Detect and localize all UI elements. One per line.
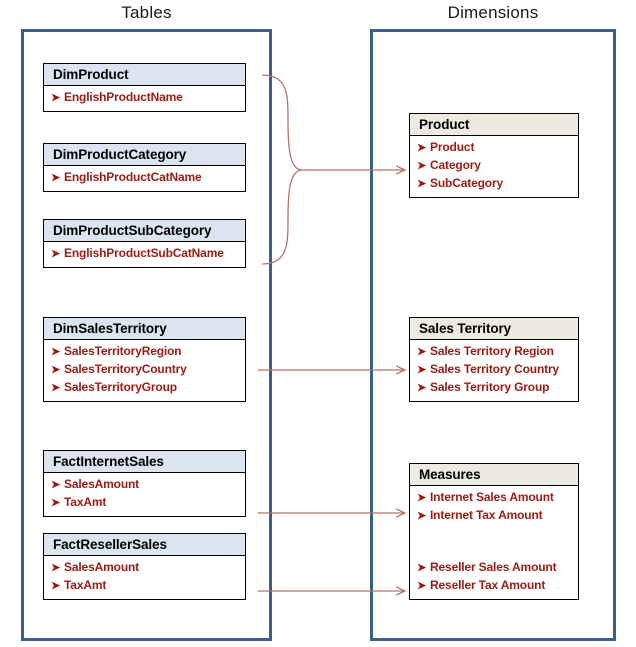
field-label: Sales Territory Group xyxy=(430,380,550,394)
field-row: ➤Reseller Tax Amount xyxy=(417,577,578,595)
entity-fields-factresellersales: ➤SalesAmount ➤TaxAmt xyxy=(44,556,245,599)
field-label: SubCategory xyxy=(430,176,504,190)
field-label: SalesTerritoryRegion xyxy=(64,344,182,358)
arrow-bullet-icon: ➤ xyxy=(417,562,427,574)
arrow-bullet-icon: ➤ xyxy=(417,510,427,522)
entity-fields-dimproductcategory: ➤EnglishProductCatName xyxy=(44,166,245,191)
entity-factinternetsales[interactable]: FactInternetSales ➤SalesAmount ➤TaxAmt xyxy=(43,450,246,517)
field-label: TaxAmt xyxy=(64,578,107,592)
arrow-bullet-icon: ➤ xyxy=(51,479,61,491)
field-label: TaxAmt xyxy=(64,495,107,509)
field-label: Internet Sales Amount xyxy=(430,490,554,504)
field-row: ➤Category xyxy=(417,157,578,175)
entity-fields-dimproduct: ➤EnglishProductName xyxy=(44,86,245,111)
entity-header-measures: Measures xyxy=(410,464,578,486)
entity-fields-product: ➤Product ➤Category ➤SubCategory xyxy=(410,136,578,197)
field-label: Sales Territory Country xyxy=(430,362,560,376)
arrow-bullet-icon: ➤ xyxy=(417,346,427,358)
arrow-bullet-icon: ➤ xyxy=(417,160,427,172)
field-label: SalesTerritoryCountry xyxy=(64,362,187,376)
field-row: ➤TaxAmt xyxy=(51,494,245,512)
field-label: EnglishProductCatName xyxy=(64,170,202,184)
field-label: SalesTerritoryGroup xyxy=(64,380,177,394)
field-label: SalesAmount xyxy=(64,477,140,491)
field-row: ➤Internet Tax Amount xyxy=(417,507,578,525)
arrow-bullet-icon: ➤ xyxy=(51,248,61,260)
field-row: ➤SalesTerritoryGroup xyxy=(51,379,245,397)
field-label: EnglishProductSubCatName xyxy=(64,246,224,260)
field-label: EnglishProductName xyxy=(64,90,183,104)
field-row: ➤Internet Sales Amount xyxy=(417,489,578,507)
entity-fields-measures: ➤Internet Sales Amount ➤Internet Tax Amo… xyxy=(410,486,578,599)
arrow-bullet-icon: ➤ xyxy=(51,92,61,104)
field-label: SalesAmount xyxy=(64,560,140,574)
field-label: Sales Territory Region xyxy=(430,344,554,358)
field-row: ➤SalesTerritoryCountry xyxy=(51,361,245,379)
entity-measures[interactable]: Measures ➤Internet Sales Amount ➤Interne… xyxy=(409,463,579,600)
entity-header-factinternetsales: FactInternetSales xyxy=(44,451,245,473)
arrow-bullet-icon: ➤ xyxy=(417,142,427,154)
field-row: ➤Sales Territory Group xyxy=(417,379,578,397)
arrow-bullet-icon: ➤ xyxy=(51,382,61,394)
field-row: ➤EnglishProductSubCatName xyxy=(51,245,245,263)
field-row: ➤Sales Territory Country xyxy=(417,361,578,379)
field-row: ➤TaxAmt xyxy=(51,577,245,595)
arrow-bullet-icon: ➤ xyxy=(417,382,427,394)
entity-fields-factinternetsales: ➤SalesAmount ➤TaxAmt xyxy=(44,473,245,516)
arrow-bullet-icon: ➤ xyxy=(51,346,61,358)
field-label: Reseller Sales Amount xyxy=(430,560,557,574)
arrow-bullet-icon: ➤ xyxy=(51,497,61,509)
entity-fields-sales-territory: ➤Sales Territory Region ➤Sales Territory… xyxy=(410,340,578,401)
entity-dimproduct[interactable]: DimProduct ➤EnglishProductName xyxy=(43,63,246,112)
field-row: ➤Reseller Sales Amount xyxy=(417,559,578,577)
entity-dimsalesterritory[interactable]: DimSalesTerritory ➤SalesTerritoryRegion … xyxy=(43,317,246,402)
field-label: Category xyxy=(430,158,481,172)
field-label: Reseller Tax Amount xyxy=(430,578,546,592)
arrow-bullet-icon: ➤ xyxy=(51,172,61,184)
arrow-bullet-icon: ➤ xyxy=(51,364,61,376)
entity-product-dimension[interactable]: Product ➤Product ➤Category ➤SubCategory xyxy=(409,113,579,198)
field-row: ➤Sales Territory Region xyxy=(417,343,578,361)
entity-header-dimproductsubcategory: DimProductSubCategory xyxy=(44,220,245,242)
field-row: ➤SubCategory xyxy=(417,175,578,193)
field-row: ➤EnglishProductName xyxy=(51,89,245,107)
entity-header-dimproduct: DimProduct xyxy=(44,64,245,86)
arrow-bullet-icon: ➤ xyxy=(417,178,427,190)
arrow-bullet-icon: ➤ xyxy=(51,562,61,574)
field-row: ➤SalesAmount xyxy=(51,476,245,494)
entity-header-dimproductcategory: DimProductCategory xyxy=(44,144,245,166)
entity-dimproductsubcategory[interactable]: DimProductSubCategory ➤EnglishProductSub… xyxy=(43,219,246,268)
entity-dimproductcategory[interactable]: DimProductCategory ➤EnglishProductCatNam… xyxy=(43,143,246,192)
field-label: Internet Tax Amount xyxy=(430,508,543,522)
entity-header-factresellersales: FactResellerSales xyxy=(44,534,245,556)
entity-header-dimsalesterritory: DimSalesTerritory xyxy=(44,318,245,340)
entity-header-sales-territory: Sales Territory xyxy=(410,318,578,340)
entity-fields-dimproductsubcategory: ➤EnglishProductSubCatName xyxy=(44,242,245,267)
field-label: Product xyxy=(430,140,475,154)
column-title-tables: Tables xyxy=(121,3,172,22)
column-title-dimensions: Dimensions xyxy=(447,3,539,22)
arrow-bullet-icon: ➤ xyxy=(417,364,427,376)
arrow-bullet-icon: ➤ xyxy=(417,492,427,504)
entity-fields-dimsalesterritory: ➤SalesTerritoryRegion ➤SalesTerritoryCou… xyxy=(44,340,245,401)
entity-header-product: Product xyxy=(410,114,578,136)
field-row: ➤EnglishProductCatName xyxy=(51,169,245,187)
arrow-bullet-icon: ➤ xyxy=(417,580,427,592)
field-row: ➤SalesAmount xyxy=(51,559,245,577)
arrow-bullet-icon: ➤ xyxy=(51,580,61,592)
entity-sales-territory-dimension[interactable]: Sales Territory ➤Sales Territory Region … xyxy=(409,317,579,402)
field-row: ➤Product xyxy=(417,139,578,157)
entity-factresellersales[interactable]: FactResellerSales ➤SalesAmount ➤TaxAmt xyxy=(43,533,246,600)
field-row: ➤SalesTerritoryRegion xyxy=(51,343,245,361)
